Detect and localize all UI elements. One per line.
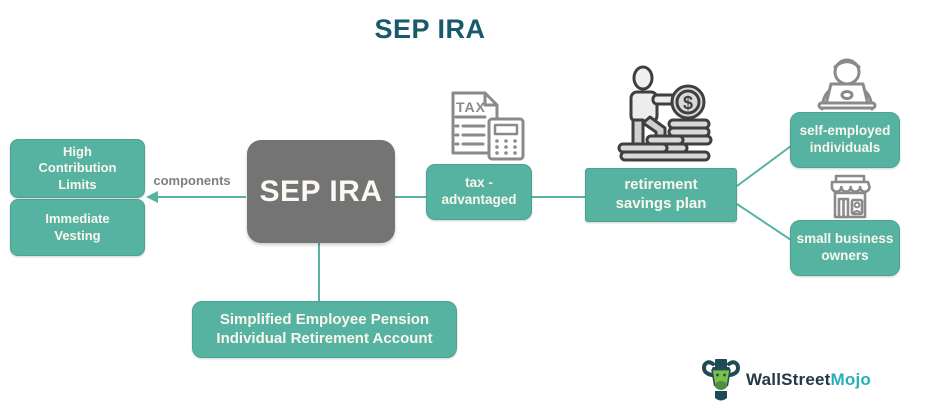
- tax-document-calculator-icon: TAX: [451, 91, 525, 161]
- storefront-icon: [830, 174, 871, 219]
- connector-retirement-to-self-employed: [736, 145, 792, 187]
- person-at-laptop-icon: [817, 58, 877, 111]
- retirement-savings-coins-icon: $: [617, 65, 713, 162]
- logo-text-primary: WallStreet: [746, 370, 831, 389]
- logo-text-secondary: Mojo: [830, 370, 871, 389]
- box-high-contribution-limits: High Contribution Limits: [10, 139, 145, 198]
- box-definition: Simplified Employee Pension Individual R…: [192, 301, 457, 358]
- box-sep-ira-center: SEP IRA: [247, 140, 395, 243]
- connector-retirement-to-small-business: [736, 203, 792, 241]
- wallstreetmojo-bull-icon: [702, 359, 740, 401]
- page-title: SEP IRA: [374, 14, 486, 44]
- components-label: components: [153, 173, 231, 188]
- logo-wordmark: WallStreetMojo: [746, 370, 871, 390]
- box-small-business-owners: small business owners: [790, 220, 900, 276]
- wallstreetmojo-logo: WallStreetMojo: [700, 358, 871, 402]
- box-immediate-vesting: Immediate Vesting: [10, 199, 145, 256]
- box-tax-advantaged: tax - advantaged: [426, 164, 532, 220]
- box-self-employed-individuals: self-employed individuals: [790, 112, 900, 168]
- svg-text:TAX: TAX: [456, 99, 486, 115]
- arrowhead-left: [146, 191, 158, 203]
- box-retirement-savings-plan: retirement savings plan: [585, 168, 737, 222]
- svg-text:$: $: [683, 93, 693, 113]
